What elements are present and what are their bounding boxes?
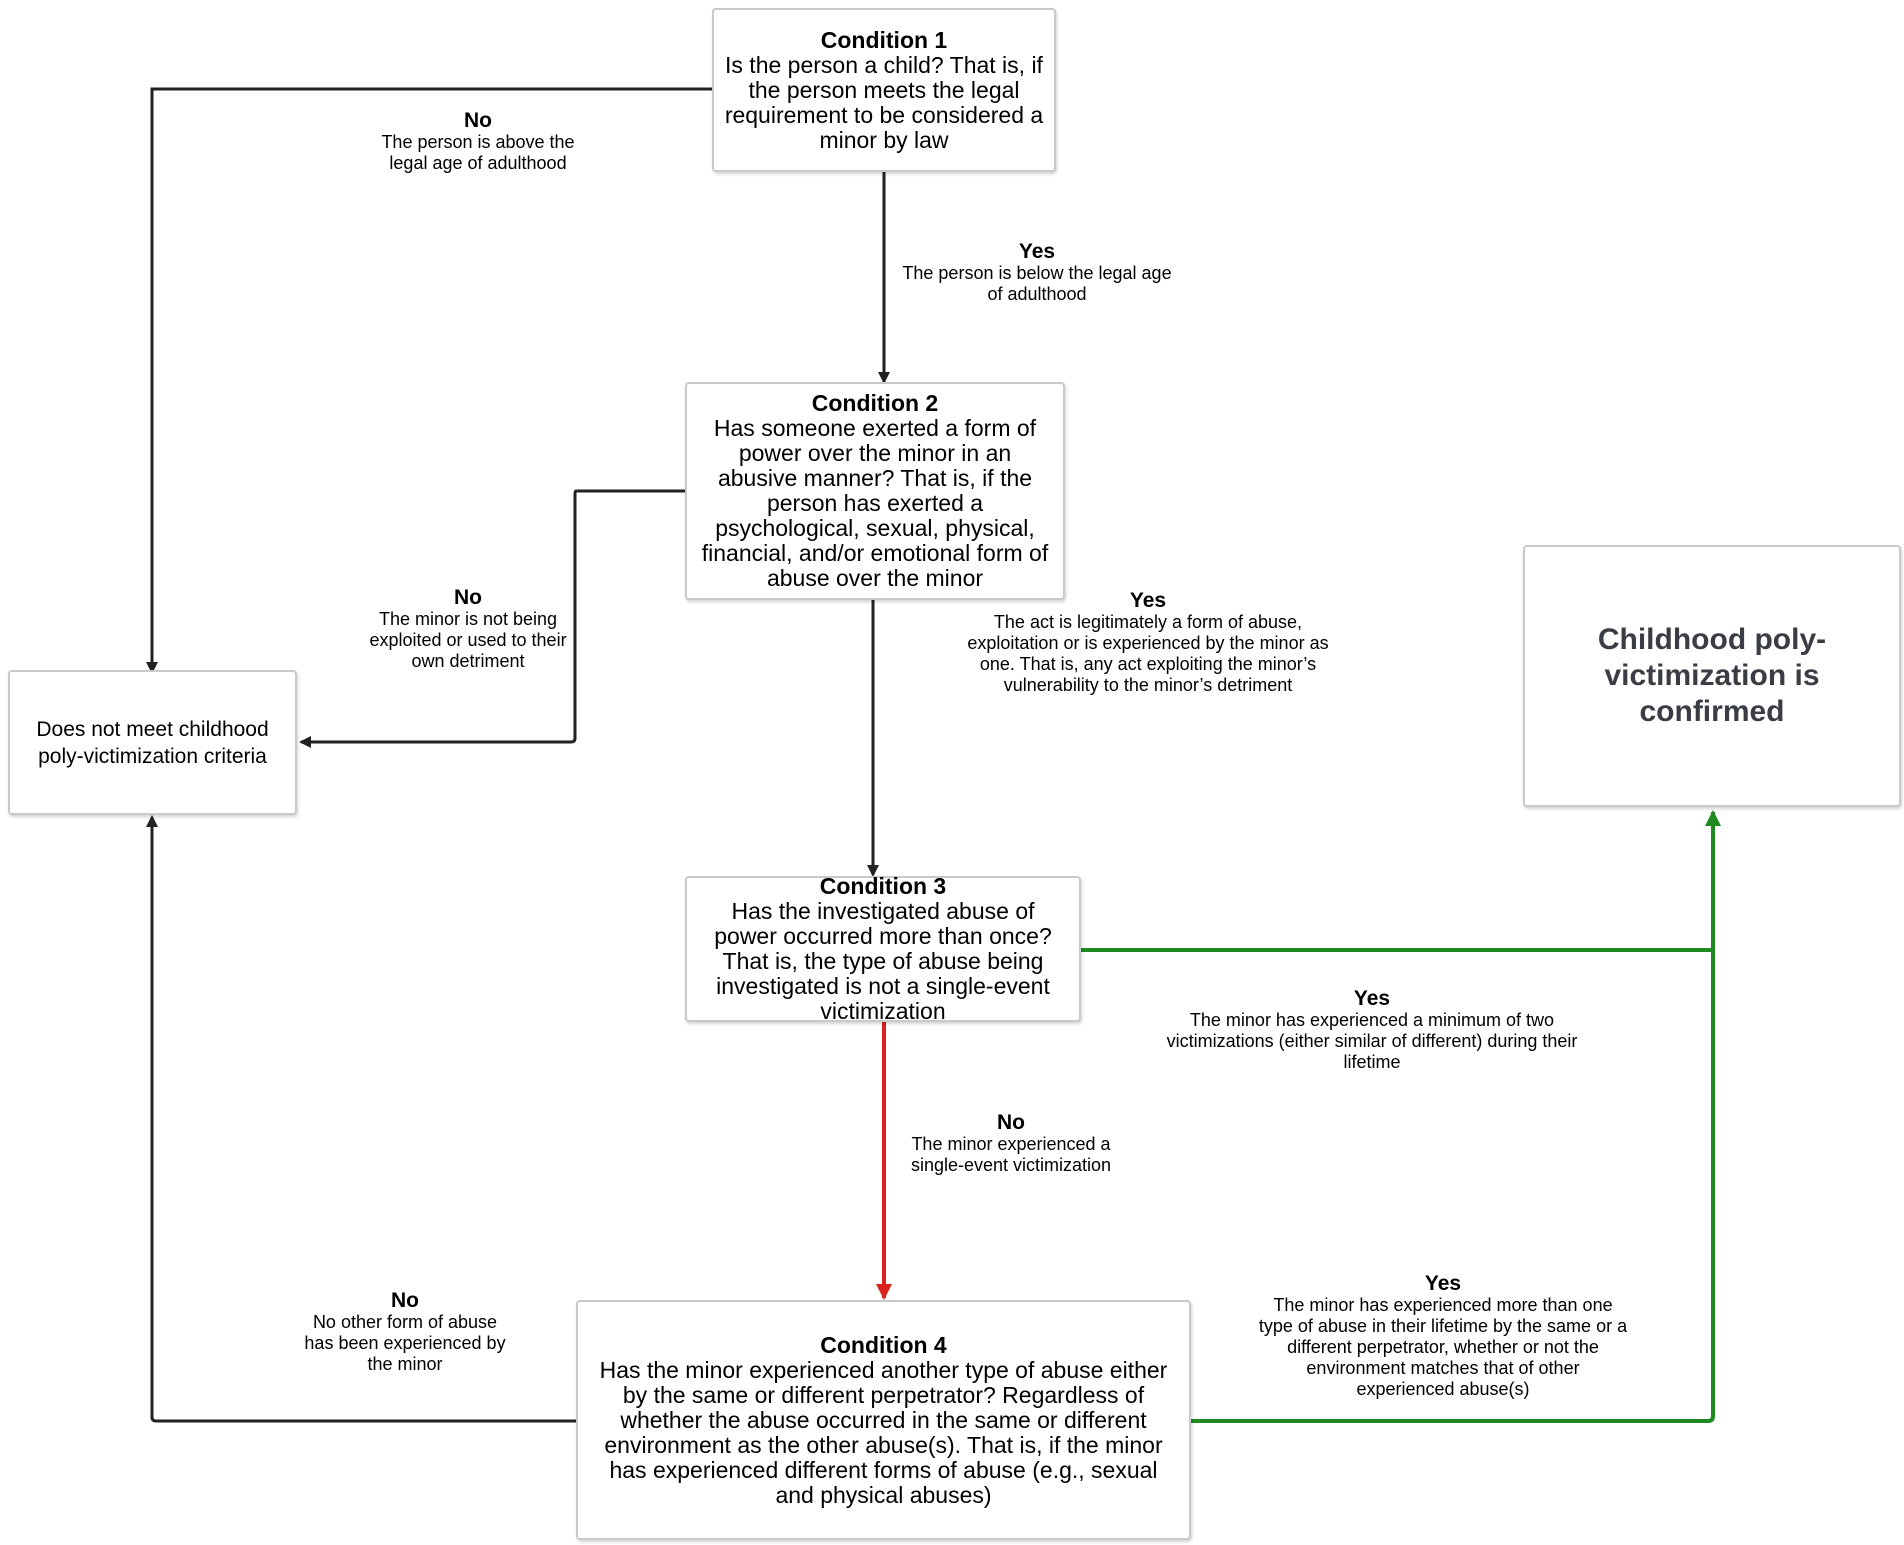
node-condition-1: Condition 1 Is the person a child? That … — [712, 8, 1056, 172]
label-c1-yes: Yes The person is below the legal age of… — [899, 241, 1175, 305]
edge-c1-no — [146, 87, 712, 674]
confirmed-text: Childhood poly-victimization is confirme… — [1597, 623, 1827, 728]
label-c1-no: No The person is above the legal age of … — [378, 110, 578, 174]
edge-c2-no — [299, 489, 685, 748]
label-c4-no: No No other form of abuse has been exper… — [300, 1290, 510, 1375]
does-not-meet-text: Does not meet childhood poly-victimizati… — [36, 717, 269, 768]
label-c2-no-head: No — [454, 586, 482, 609]
condition-4-text: Has the minor experienced another type o… — [599, 1356, 1168, 1508]
node-does-not-meet: Does not meet childhood poly-victimizati… — [8, 670, 297, 815]
label-c3-no-head: No — [997, 1111, 1025, 1134]
label-c3-no: No The minor experienced a single-event … — [906, 1112, 1116, 1176]
label-c1-yes-text: The person is below the legal age of adu… — [902, 263, 1172, 304]
label-c2-no: No The minor is not being exploited or u… — [360, 587, 576, 672]
condition-3-text: Has the investigated abuse of power occu… — [714, 898, 1052, 1024]
label-c2-yes-text: The act is legitimately a form of abuse,… — [967, 612, 1329, 695]
edge-c4-yes — [1191, 810, 1721, 1423]
label-c4-no-head: No — [391, 1289, 419, 1312]
label-c2-no-text: The minor is not being exploited or used… — [369, 609, 567, 671]
label-c1-no-head: No — [464, 109, 492, 132]
node-confirmed: Childhood poly-victimization is confirme… — [1523, 545, 1901, 807]
label-c4-no-text: No other form of abuse has been experien… — [304, 1312, 506, 1374]
label-c3-yes: Yes The minor has experienced a minimum … — [1142, 988, 1602, 1073]
label-c2-yes-head: Yes — [1129, 589, 1167, 612]
condition-1-title: Condition 1 — [820, 26, 948, 53]
node-condition-4: Condition 4 Has the minor experienced an… — [576, 1300, 1191, 1540]
condition-3-title: Condition 3 — [819, 873, 947, 899]
condition-2-title: Condition 2 — [811, 390, 939, 416]
label-c4-yes: Yes The minor has experienced more than … — [1258, 1273, 1628, 1400]
label-c2-yes: Yes The act is legitimately a form of ab… — [949, 590, 1347, 696]
label-c3-yes-head: Yes — [1353, 987, 1391, 1010]
label-c3-no-text: The minor experienced a single-event vic… — [910, 1134, 1112, 1175]
condition-1-text: Is the person a child? That is, if the p… — [724, 51, 1044, 153]
node-condition-3: Condition 3 Has the investigated abuse o… — [685, 873, 1081, 1024]
label-c4-yes-head: Yes — [1424, 1272, 1462, 1295]
label-c3-yes-text: The minor has experienced a minimum of t… — [1166, 1010, 1578, 1072]
condition-2-text: Has someone exerted a form of power over… — [701, 415, 1049, 591]
label-c4-yes-text: The minor has experienced more than one … — [1258, 1295, 1628, 1399]
edge-c4-no — [146, 815, 576, 1423]
label-c1-no-text: The person is above the legal age of adu… — [381, 132, 575, 173]
condition-4-title: Condition 4 — [820, 1331, 947, 1358]
label-c1-yes-head: Yes — [1018, 240, 1056, 263]
node-condition-2: Condition 2 Has someone exerted a form o… — [685, 382, 1065, 600]
